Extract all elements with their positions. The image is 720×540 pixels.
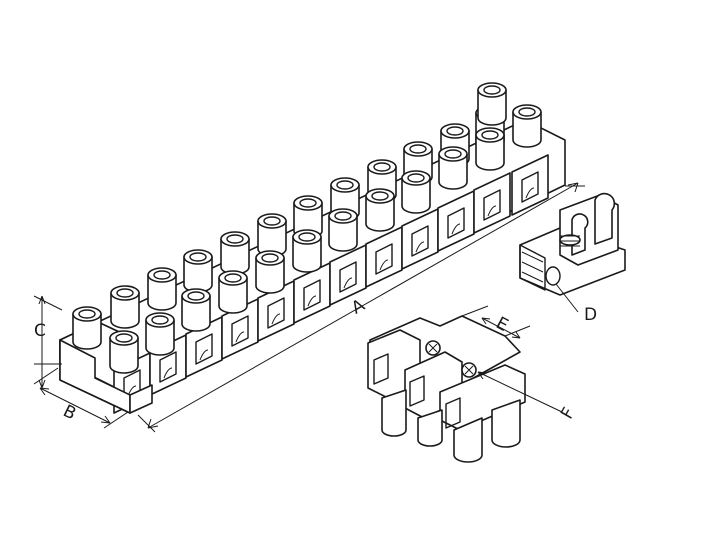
- side-detail-part: D: [519, 192, 626, 325]
- label-c: C: [34, 321, 46, 341]
- label-d: D: [584, 305, 597, 325]
- dimension-c: C: [33, 295, 63, 389]
- terminal-strip: [59, 82, 566, 414]
- label-b: B: [60, 401, 79, 424]
- label-a: A: [348, 295, 368, 318]
- label-f: F: [557, 404, 579, 422]
- small-connector: E F: [367, 305, 579, 463]
